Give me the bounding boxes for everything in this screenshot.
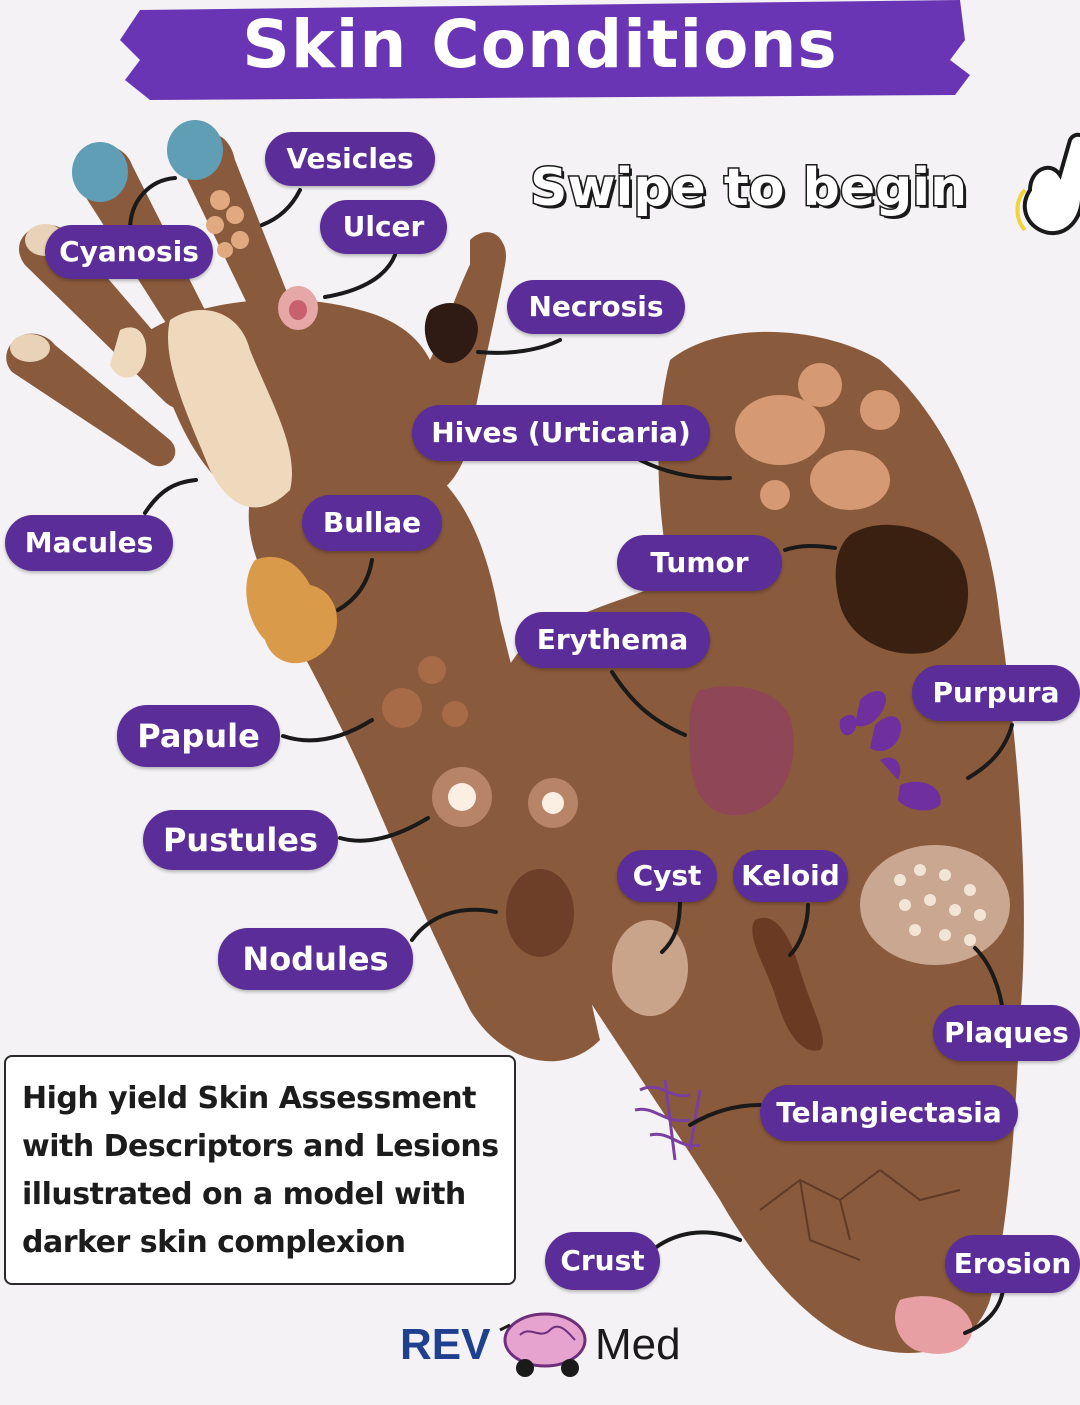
brand-right-text: Med: [595, 1320, 681, 1369]
label-pustules: Pustules: [143, 810, 338, 870]
vesicles-lesion: [206, 190, 249, 258]
nodule-lesion: [506, 869, 574, 957]
label-erythema: Erythema: [515, 612, 710, 668]
label-necrosis: Necrosis: [507, 280, 685, 334]
description-line-4: darker skin complexion: [22, 1225, 406, 1260]
title-banner-brush: [120, 0, 970, 100]
keloid-lesion: [752, 917, 823, 1051]
fingernail-pinky: [10, 334, 50, 362]
brain-car-logo-icon: [499, 1312, 587, 1377]
label-purpura: Purpura: [912, 665, 1080, 721]
macule-patch-2: [110, 327, 147, 378]
label-crust: Crust: [545, 1232, 660, 1290]
tumor-lesion: [835, 524, 969, 654]
brand-left-text: REV: [400, 1320, 491, 1369]
hives-lesion: [735, 363, 900, 510]
crust-lesion: [759, 1169, 961, 1261]
papule-2: [418, 656, 446, 684]
cyanosis-fingertip-1: [72, 142, 128, 202]
description-line-3: illustrated on a model with: [22, 1177, 466, 1212]
pointer-arrows: [128, 176, 1014, 1335]
hand-swipe-icon: [1015, 132, 1080, 236]
label-ulcer: Ulcer: [320, 200, 447, 254]
thumb: [470, 232, 505, 300]
label-keloid: Keloid: [733, 850, 848, 902]
label-erosion: Erosion: [945, 1235, 1080, 1293]
label-telangiectasia: Telangiectasia: [760, 1085, 1018, 1141]
description-line-2: with Descriptors and Lesions: [22, 1129, 499, 1164]
label-tumor: Tumor: [617, 535, 782, 591]
label-cyanosis: Cyanosis: [45, 225, 213, 279]
label-plaques: Plaques: [933, 1005, 1080, 1061]
papule-3: [442, 701, 468, 727]
finger-pinky: [6, 333, 176, 467]
papule-1: [382, 688, 422, 728]
page-title: Skin Conditions: [242, 6, 838, 83]
label-bullae: Bullae: [302, 495, 442, 551]
erosion-lesion: [895, 1296, 973, 1354]
cyanosis-fingertip-2: [167, 120, 223, 180]
description-line-1: High yield Skin Assessment: [22, 1081, 477, 1116]
description-box: High yield Skin Assessment with Descript…: [4, 1055, 516, 1285]
plaques-lesion: [860, 845, 1010, 965]
swipe-to-begin-text: Swipe to begin: [529, 157, 969, 220]
erythema-lesion: [689, 686, 794, 816]
label-papule: Papule: [117, 705, 280, 767]
label-macules: Macules: [5, 515, 173, 571]
macule-patch-1: [168, 310, 292, 508]
label-hives: Hives (Urticaria): [412, 405, 710, 461]
necrosis-lesion: [424, 302, 478, 364]
label-nodules: Nodules: [218, 928, 413, 990]
label-cyst: Cyst: [617, 850, 717, 902]
purpura-lesion: [839, 690, 941, 811]
label-vesicles: Vesicles: [265, 132, 435, 186]
bullae-lesion: [246, 556, 338, 664]
